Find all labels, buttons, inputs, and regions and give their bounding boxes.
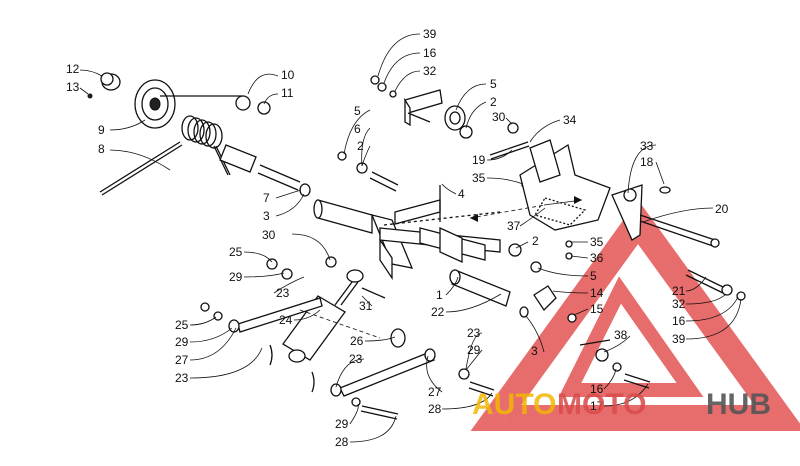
label-5c: 5 (590, 269, 597, 283)
main-frame (313, 185, 511, 307)
label-16b: 16 (672, 314, 686, 328)
label-25a: 25 (229, 245, 243, 259)
label-32: 32 (423, 64, 437, 78)
lower-links (200, 297, 651, 420)
label-2a: 2 (490, 95, 497, 109)
label-33: 33 (640, 139, 654, 153)
label-1: 1 (436, 288, 443, 302)
label-21: 21 (672, 284, 686, 298)
label-11: 11 (281, 86, 294, 100)
label-23a: 23 (276, 286, 290, 300)
label-16c: 16 (590, 382, 604, 396)
label-30b: 30 (262, 228, 276, 242)
label-26: 26 (350, 334, 364, 348)
pivot-bushings-right (508, 240, 746, 323)
label-6: 6 (354, 122, 361, 136)
label-25b: 25 (175, 318, 189, 332)
label-9: 9 (98, 123, 105, 137)
label-35a: 35 (472, 171, 486, 185)
label-29b: 29 (175, 335, 189, 349)
label-35b: 35 (590, 235, 604, 249)
label-2c: 2 (532, 234, 539, 248)
label-34: 34 (563, 113, 577, 127)
label-29a: 29 (229, 270, 243, 284)
watermark-moto: MOTO (557, 388, 646, 421)
label-27a: 27 (175, 353, 189, 367)
label-18: 18 (640, 155, 654, 169)
label-28a: 28 (428, 402, 442, 416)
shock-absorber (266, 256, 386, 363)
watermark-hub: HUB (706, 388, 771, 421)
label-23d: 23 (349, 352, 363, 366)
label-37: 37 (507, 219, 521, 233)
label-13: 13 (66, 80, 80, 94)
label-5b: 5 (354, 104, 361, 118)
label-23c: 23 (175, 371, 189, 385)
label-20: 20 (715, 202, 729, 216)
label-12: 12 (66, 62, 80, 76)
label-3b: 3 (531, 344, 538, 358)
label-38: 38 (614, 328, 628, 342)
label-27b: 27 (428, 385, 442, 399)
label-23b: 23 (467, 326, 481, 340)
front-arm-bracket (519, 139, 720, 248)
label-32b: 32 (672, 297, 686, 311)
watermark-logo (470, 199, 800, 431)
label-8: 8 (98, 142, 105, 156)
label-24: 24 (279, 313, 293, 327)
label-10: 10 (281, 68, 295, 82)
label-30a: 30 (492, 110, 506, 124)
label-19: 19 (472, 153, 486, 167)
label-39: 39 (423, 27, 437, 41)
watermark-text: AUTO MOTO HUB (472, 388, 771, 421)
label-3a: 3 (263, 209, 270, 223)
rear-axle-tube (219, 144, 311, 197)
label-2b: 2 (357, 139, 364, 153)
upper-bracket (370, 75, 533, 189)
pivot-bushings-left (337, 151, 399, 192)
label-7: 7 (263, 191, 270, 205)
label-22: 22 (431, 305, 445, 319)
watermark-auto: AUTO (472, 388, 556, 421)
idler-wheel-group (87, 72, 271, 129)
label-5a: 5 (490, 77, 497, 91)
label-14: 14 (590, 286, 604, 300)
label-16: 16 (423, 46, 437, 60)
label-28b: 28 (335, 435, 349, 449)
label-29c: 29 (467, 343, 481, 357)
label-29d: 29 (335, 417, 349, 431)
torsion-spring (99, 115, 231, 196)
label-39b: 39 (672, 332, 686, 346)
leader-lines (79, 33, 742, 443)
label-17: 17 (590, 399, 604, 413)
label-4: 4 (458, 187, 465, 201)
label-36: 36 (590, 251, 604, 265)
label-15: 15 (590, 302, 604, 316)
label-31: 31 (359, 299, 373, 313)
